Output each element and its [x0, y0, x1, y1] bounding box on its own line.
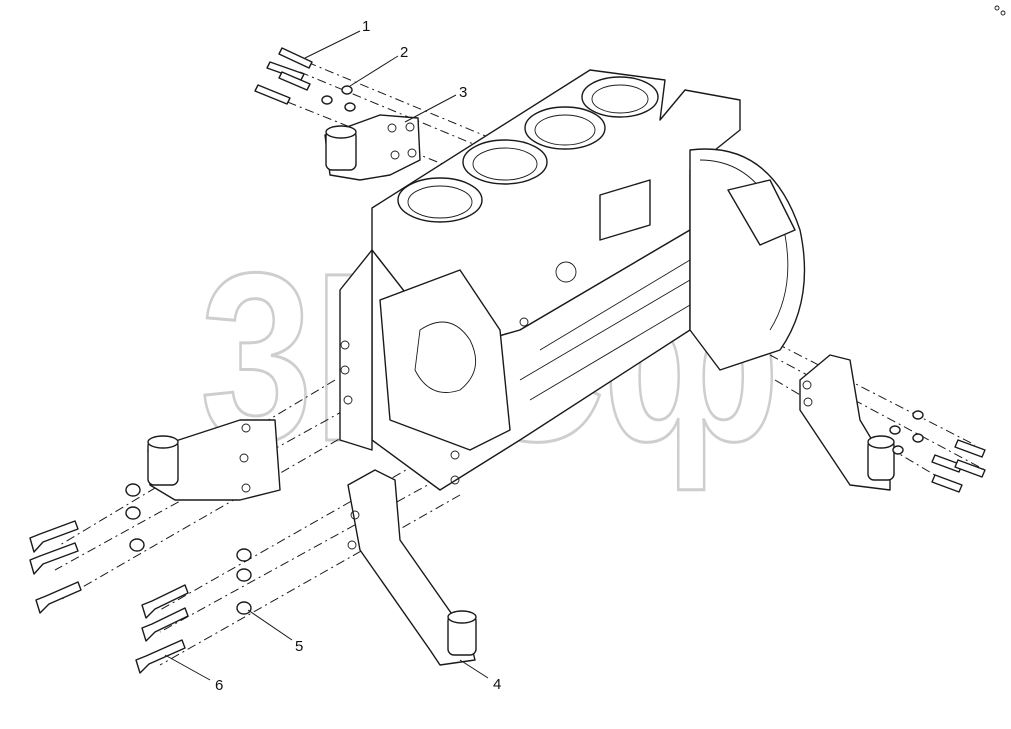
engine-block — [339, 69, 806, 491]
callout-4: 4 — [493, 676, 501, 693]
callout-1: 1 — [362, 18, 370, 35]
callout-6: 6 — [215, 677, 223, 694]
corner-mark — [994, 5, 1006, 16]
lower-front-bracket — [347, 469, 477, 666]
upper-mounting-bracket — [324, 114, 421, 181]
callout-5: 5 — [295, 638, 303, 655]
callout-3: 3 — [459, 84, 467, 101]
top-bolts — [254, 47, 313, 105]
left-bolts — [29, 520, 82, 614]
right-rear-bracket — [799, 354, 895, 491]
callout-labels: 1 2 3 4 5 6 — [215, 18, 501, 694]
top-washers — [321, 85, 356, 112]
left-front-bracket — [147, 419, 281, 501]
callout-leaders — [164, 30, 489, 681]
right-washers — [889, 410, 924, 455]
lower-washers — [236, 548, 252, 615]
right-bolts — [931, 439, 986, 493]
lower-bolts — [135, 584, 189, 674]
callout-2: 2 — [400, 44, 408, 61]
left-washers — [125, 483, 145, 552]
